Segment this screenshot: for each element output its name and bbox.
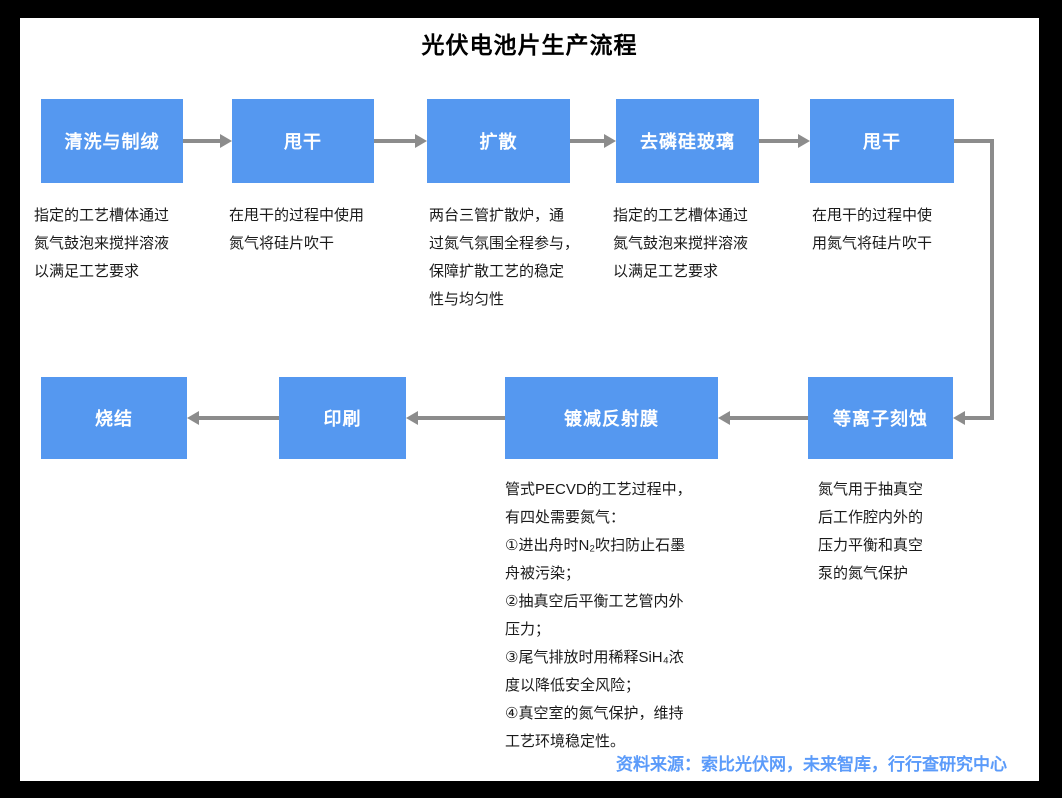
elbow-connector-top-segment <box>954 139 994 143</box>
arrow-left-icon <box>406 411 418 425</box>
flow-arrow-shaft <box>570 139 604 143</box>
flow-arrow-shaft <box>730 416 808 420</box>
step-box-cleaning-texturing: 清洗与制绒 <box>41 99 183 183</box>
flow-arrow-shaft <box>374 139 415 143</box>
elbow-connector-bottom-segment <box>965 416 994 420</box>
step-box-spin-dry-2: 甩干 <box>810 99 954 183</box>
flow-arrow-shaft <box>199 416 279 420</box>
step-desc-ar-coating: 管式PECVD的工艺过程中， 有四处需要氮气： ①进出舟时N₂吹扫防止石墨 舟被… <box>505 481 692 750</box>
step-box-printing: 印刷 <box>279 377 406 459</box>
step-box-plasma-etching: 等离子刻蚀 <box>808 377 953 459</box>
arrow-left-icon <box>187 411 199 425</box>
step-desc-diffusion: 两台三管扩散炉，通 过氮气氛围全程参与， 保障扩散工艺的稳定 性与均匀性 <box>429 207 580 308</box>
step-box-spin-dry-1: 甩干 <box>232 99 374 183</box>
step-desc-spin-dry-1: 在甩干的过程中使用 氮气将硅片吹干 <box>229 207 365 252</box>
step-desc-cleaning-texturing: 指定的工艺槽体通过 氮气鼓泡来搅拌溶液 以满足工艺要求 <box>34 207 170 280</box>
arrow-left-icon <box>953 411 965 425</box>
step-box-ar-coating: 镀减反射膜 <box>505 377 718 459</box>
step-box-psg-removal: 去磷硅玻璃 <box>616 99 759 183</box>
flow-arrow-shaft <box>759 139 798 143</box>
elbow-connector-vertical-segment <box>990 139 994 420</box>
page-title: 光伏电池片生产流程 <box>421 32 638 58</box>
data-source-caption: 资料来源：索比光伏网，未来智库，行行查研究中心 <box>616 755 1007 774</box>
step-desc-plasma-etching: 氮气用于抽真空 后工作腔内外的 压力平衡和真空 泵的氮气保护 <box>818 481 924 582</box>
flow-arrow-shaft <box>418 416 505 420</box>
step-desc-spin-dry-2: 在甩干的过程中使 用氮气将硅片吹干 <box>812 207 933 252</box>
step-desc-psg-removal: 指定的工艺槽体通过 氮气鼓泡来搅拌溶液 以满足工艺要求 <box>613 207 749 280</box>
arrow-right-icon <box>604 134 616 148</box>
flow-arrow-shaft <box>183 139 221 143</box>
arrow-left-icon <box>718 411 730 425</box>
arrow-right-icon <box>220 134 232 148</box>
arrow-right-icon <box>798 134 810 148</box>
step-box-diffusion: 扩散 <box>427 99 570 183</box>
arrow-right-icon <box>415 134 427 148</box>
step-box-sintering: 烧结 <box>41 377 187 459</box>
